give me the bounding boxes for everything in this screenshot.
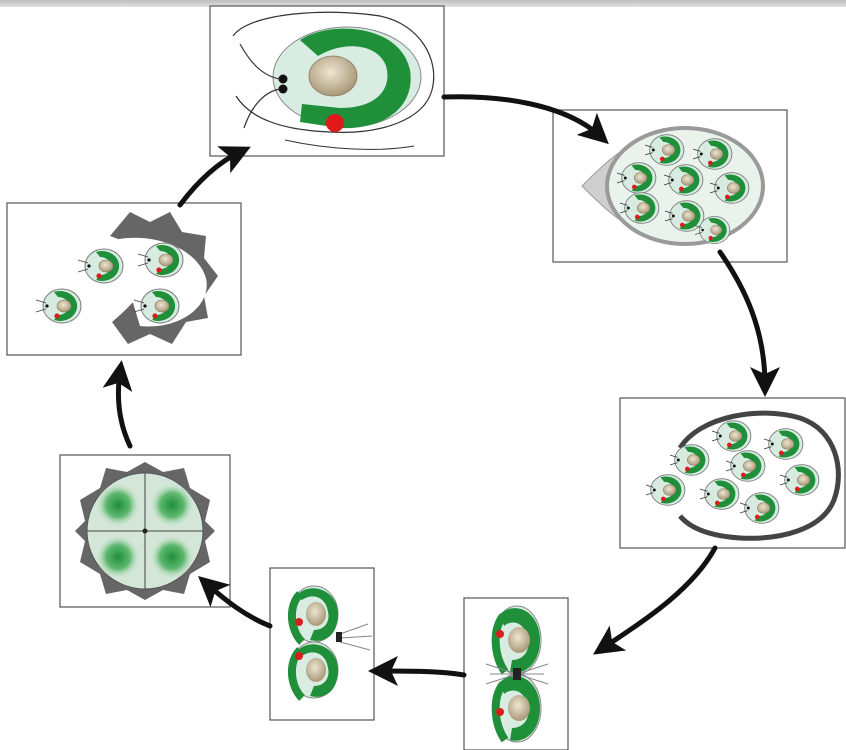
spore-releasing-cells-icon bbox=[35, 212, 218, 344]
stage-panel-2 bbox=[552, 109, 788, 263]
arrow-7-to-1 bbox=[177, 146, 251, 208]
top-border-strip bbox=[0, 0, 846, 7]
arrow-5-to-6 bbox=[198, 576, 273, 629]
arrow-2-to-3 bbox=[717, 249, 780, 397]
arrow-6-to-7 bbox=[102, 360, 133, 449]
stage-panel-1 bbox=[209, 5, 445, 157]
stage-panel-6 bbox=[59, 454, 231, 608]
stage-panel-3 bbox=[619, 397, 846, 549]
arrow-3-to-4 bbox=[593, 545, 718, 655]
single-flagellate-cell-icon bbox=[232, 11, 435, 150]
stage-panel-7 bbox=[6, 202, 242, 356]
open-wall-releasing-daughters-icon bbox=[646, 410, 841, 541]
zygospore-icon bbox=[75, 462, 215, 600]
stage-panel-5 bbox=[269, 567, 375, 721]
paired-cells-icon bbox=[288, 585, 373, 701]
arrow-4-to-5 bbox=[367, 656, 467, 687]
cell-with-eight-daughters-icon bbox=[581, 126, 765, 246]
stage-panel-4 bbox=[463, 597, 569, 750]
fusing-gametes-icon bbox=[485, 605, 549, 743]
cycle-arrows bbox=[102, 94, 780, 687]
arrow-1-to-2 bbox=[441, 94, 609, 145]
